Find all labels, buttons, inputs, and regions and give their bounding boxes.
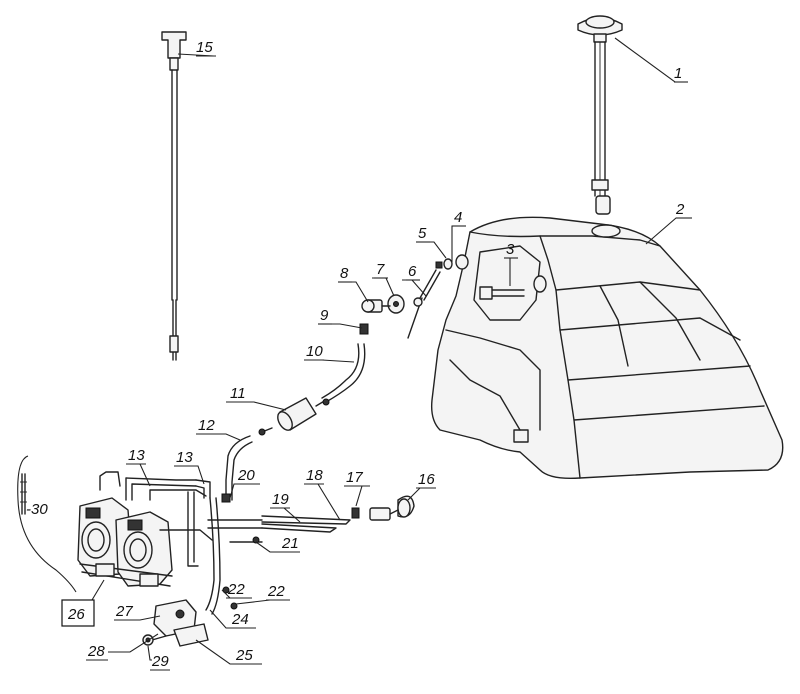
callout-2: 2: [675, 201, 685, 218]
callout-1: 1: [674, 65, 682, 82]
callout-15: 15: [196, 39, 213, 56]
callout-underlines: [86, 55, 692, 671]
callout-labels: 1 2 3 4 5 6 7 8 9 10 11 12 13 13 15 16 1…: [26, 39, 685, 670]
callout-28: 28: [87, 643, 105, 660]
callout-20: 20: [237, 467, 255, 484]
callout-29: 29: [151, 653, 169, 670]
callout-22-a: 22: [227, 581, 245, 598]
callout-25: 25: [235, 647, 253, 664]
fuel-tank: [430, 216, 784, 480]
fuel-level-sender: [577, 15, 623, 215]
tank-fittings: [407, 254, 469, 339]
callout-26-box: [61, 599, 95, 627]
callout-13-right: 13: [176, 449, 193, 466]
callout-30: -30: [26, 501, 48, 518]
callout-12: 12: [198, 417, 215, 434]
callout-7: 7: [376, 261, 385, 278]
callout-17: 17: [346, 469, 363, 486]
callout-13-left: 13: [128, 447, 145, 464]
callout-4: 4: [454, 209, 462, 226]
callout-26: 26: [67, 606, 85, 623]
drain-hose: [17, 455, 77, 593]
callout-11: 11: [230, 385, 246, 402]
callout-22-b: 22: [267, 583, 285, 600]
carburetor-hoses: [99, 471, 221, 615]
callout-10: 10: [306, 343, 323, 360]
fuel-valve: [359, 294, 405, 335]
callout-3: 3: [506, 241, 515, 258]
fuel-hose-10: [321, 343, 366, 403]
outlet-fitting: [351, 495, 415, 521]
callout-19: 19: [272, 491, 289, 508]
callout-27: 27: [115, 603, 133, 620]
fuel-filter: [258, 397, 330, 436]
callout-5: 5: [418, 225, 427, 242]
vent-hoses: [207, 515, 351, 543]
fuel-pump: [142, 599, 209, 647]
throttle-cable: [161, 31, 187, 361]
callout-21: 21: [281, 535, 299, 552]
callout-24: 24: [231, 611, 249, 628]
bolt: [479, 286, 525, 300]
callout-18: 18: [306, 467, 323, 484]
carburetor-assembly: [77, 497, 213, 587]
fuel-hose-12: [225, 435, 253, 501]
callout-16: 16: [418, 471, 435, 488]
callout-6: 6: [408, 263, 417, 280]
callout-9: 9: [320, 307, 329, 324]
callout-8: 8: [340, 265, 349, 282]
